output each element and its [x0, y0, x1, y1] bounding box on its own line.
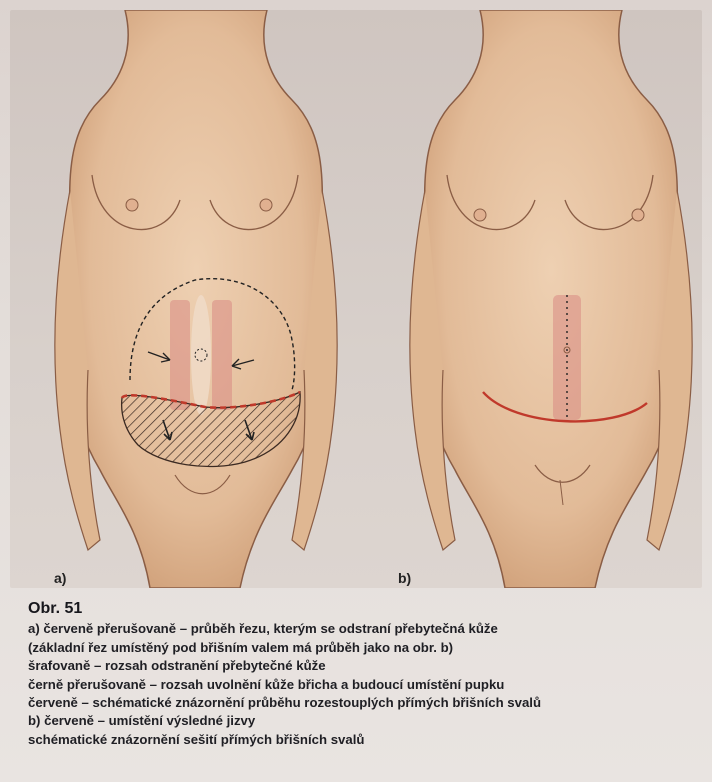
caption-line-1: a) červeně přerušovaně – průběh řezu, kt… — [28, 620, 704, 638]
panel-label-b: b) — [398, 570, 411, 586]
left-nipple-b — [474, 209, 486, 221]
caption-line-6: b) červeně – umístění výsledné jizvy — [28, 712, 704, 730]
caption-line-2: (základní řez umístěný pod břišním valem… — [28, 639, 704, 657]
right-nipple-b — [632, 209, 644, 221]
rectus-muscle-left — [170, 300, 190, 410]
left-nipple-a — [126, 199, 138, 211]
midline-gap — [191, 295, 211, 415]
caption-title: Obr. 51 — [28, 600, 704, 618]
torso-outline-a — [70, 10, 323, 588]
caption-line-4: černě přerušovaně – rozsah uvolnění kůže… — [28, 676, 704, 694]
rectus-muscle-right — [212, 300, 232, 410]
caption-line-3: šrafovaně – rozsah odstranění přebytečné… — [28, 657, 704, 675]
abdominoplasty-illustration: a) b) — [10, 10, 702, 588]
caption-line-7: schématické znázornění sešití přímých bř… — [28, 731, 704, 749]
panel-label-a: a) — [54, 570, 66, 586]
figure-caption: Obr. 51 a) červeně přerušovaně – průběh … — [28, 600, 704, 749]
torso-outline-b — [425, 10, 678, 588]
torso-figure-b — [385, 10, 705, 588]
torso-figure-a — [30, 10, 350, 588]
right-nipple-a — [260, 199, 272, 211]
caption-line-5: červeně – schématické znázornění průběhu… — [28, 694, 704, 712]
